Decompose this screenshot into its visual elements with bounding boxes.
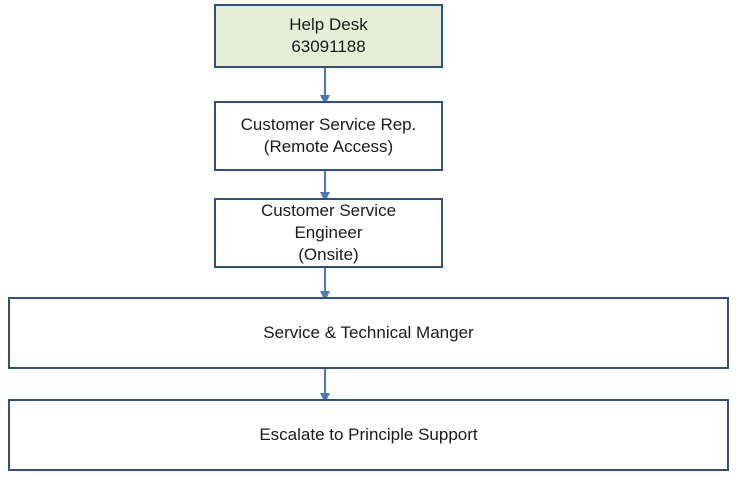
csr-subtitle: (Remote Access) [263, 137, 394, 156]
customer-service-rep-node: Customer Service Rep. (Remote Access) [214, 101, 443, 171]
esc-title: Escalate to Principle Support [259, 425, 478, 444]
customer-service-engineer-node: Customer Service Engineer (Onsite) [214, 198, 443, 268]
cse-title-line2: Engineer [294, 223, 363, 242]
help-desk-phone: 63091188 [291, 37, 366, 56]
help-desk-title: Help Desk [289, 15, 368, 34]
cse-title-line1: Customer Service [260, 201, 397, 220]
escalate-principle-support-node: Escalate to Principle Support [8, 399, 729, 471]
help-desk-node: Help Desk 63091188 [214, 4, 443, 68]
stm-title: Service & Technical Manger [263, 323, 474, 342]
csr-title: Customer Service Rep. [240, 115, 417, 134]
service-technical-manager-node: Service & Technical Manger [8, 297, 729, 369]
cse-subtitle: (Onsite) [298, 245, 359, 264]
